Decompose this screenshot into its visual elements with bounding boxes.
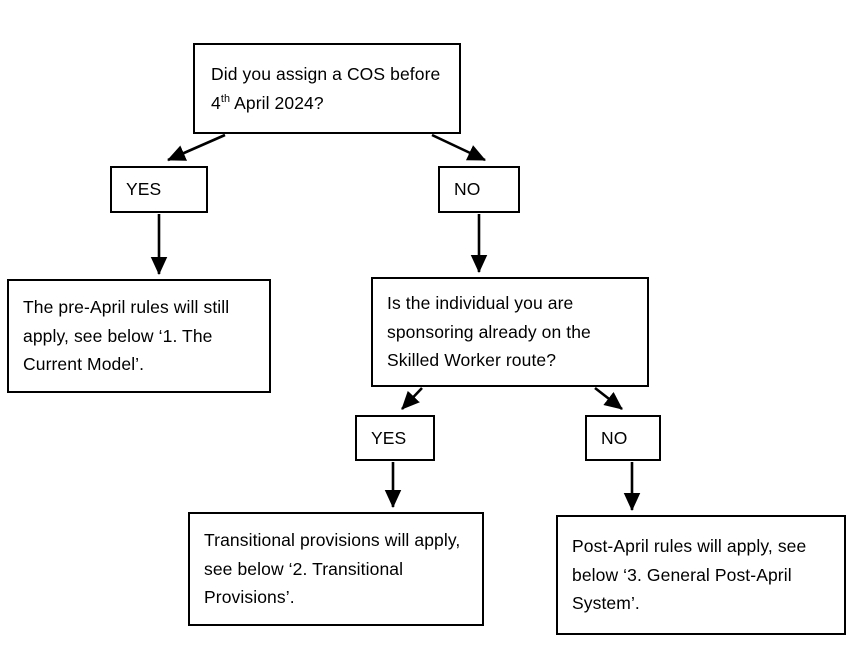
decision-q1-text: Did you assign a COS before 4th April 20… xyxy=(195,60,459,117)
branch-label-no-2: NO xyxy=(601,427,628,448)
branch-label-yes-2: YES xyxy=(371,427,407,448)
edge-q1-to-yes1 xyxy=(167,133,226,162)
branch-label-yes-1: YES xyxy=(126,179,162,200)
decision-q2-text: Is the individual you are sponsoring alr… xyxy=(387,293,591,371)
branch-label-no-1: NO xyxy=(454,179,481,200)
branch-box-yes-1[interactable]: YES xyxy=(110,166,208,213)
outcome-2-text: Transitional provisions will apply, see … xyxy=(204,530,461,608)
edge-q2-to-no2 xyxy=(594,386,623,411)
decision-box-cos-assigned[interactable]: Did you assign a COS before 4th April 20… xyxy=(193,43,461,134)
outcome-box-transitional-provisions[interactable]: Transitional provisions will apply, see … xyxy=(188,512,484,626)
edge-q1-to-no1 xyxy=(431,133,486,162)
decision-q1-text-suffix: April 2024? xyxy=(230,92,324,113)
outcome-box-pre-april-rules[interactable]: The pre-April rules will still apply, se… xyxy=(7,279,271,393)
decision-q1-ordinal-suffix: th xyxy=(220,92,231,105)
outcome-box-post-april-system[interactable]: Post-April rules will apply, see below ‘… xyxy=(556,515,846,635)
branch-box-yes-2[interactable]: YES xyxy=(355,415,435,461)
edge-q2-to-yes2 xyxy=(401,387,423,410)
branch-box-no-2[interactable]: NO xyxy=(585,415,661,461)
outcome-1-text: The pre-April rules will still apply, se… xyxy=(23,297,230,375)
decision-q1-text-prefix: Did you assign a COS before 4 xyxy=(211,64,441,113)
decision-box-skilled-worker-route[interactable]: Is the individual you are sponsoring alr… xyxy=(371,277,649,387)
branch-box-no-1[interactable]: NO xyxy=(438,166,520,213)
outcome-3-text: Post-April rules will apply, see below ‘… xyxy=(572,536,807,614)
